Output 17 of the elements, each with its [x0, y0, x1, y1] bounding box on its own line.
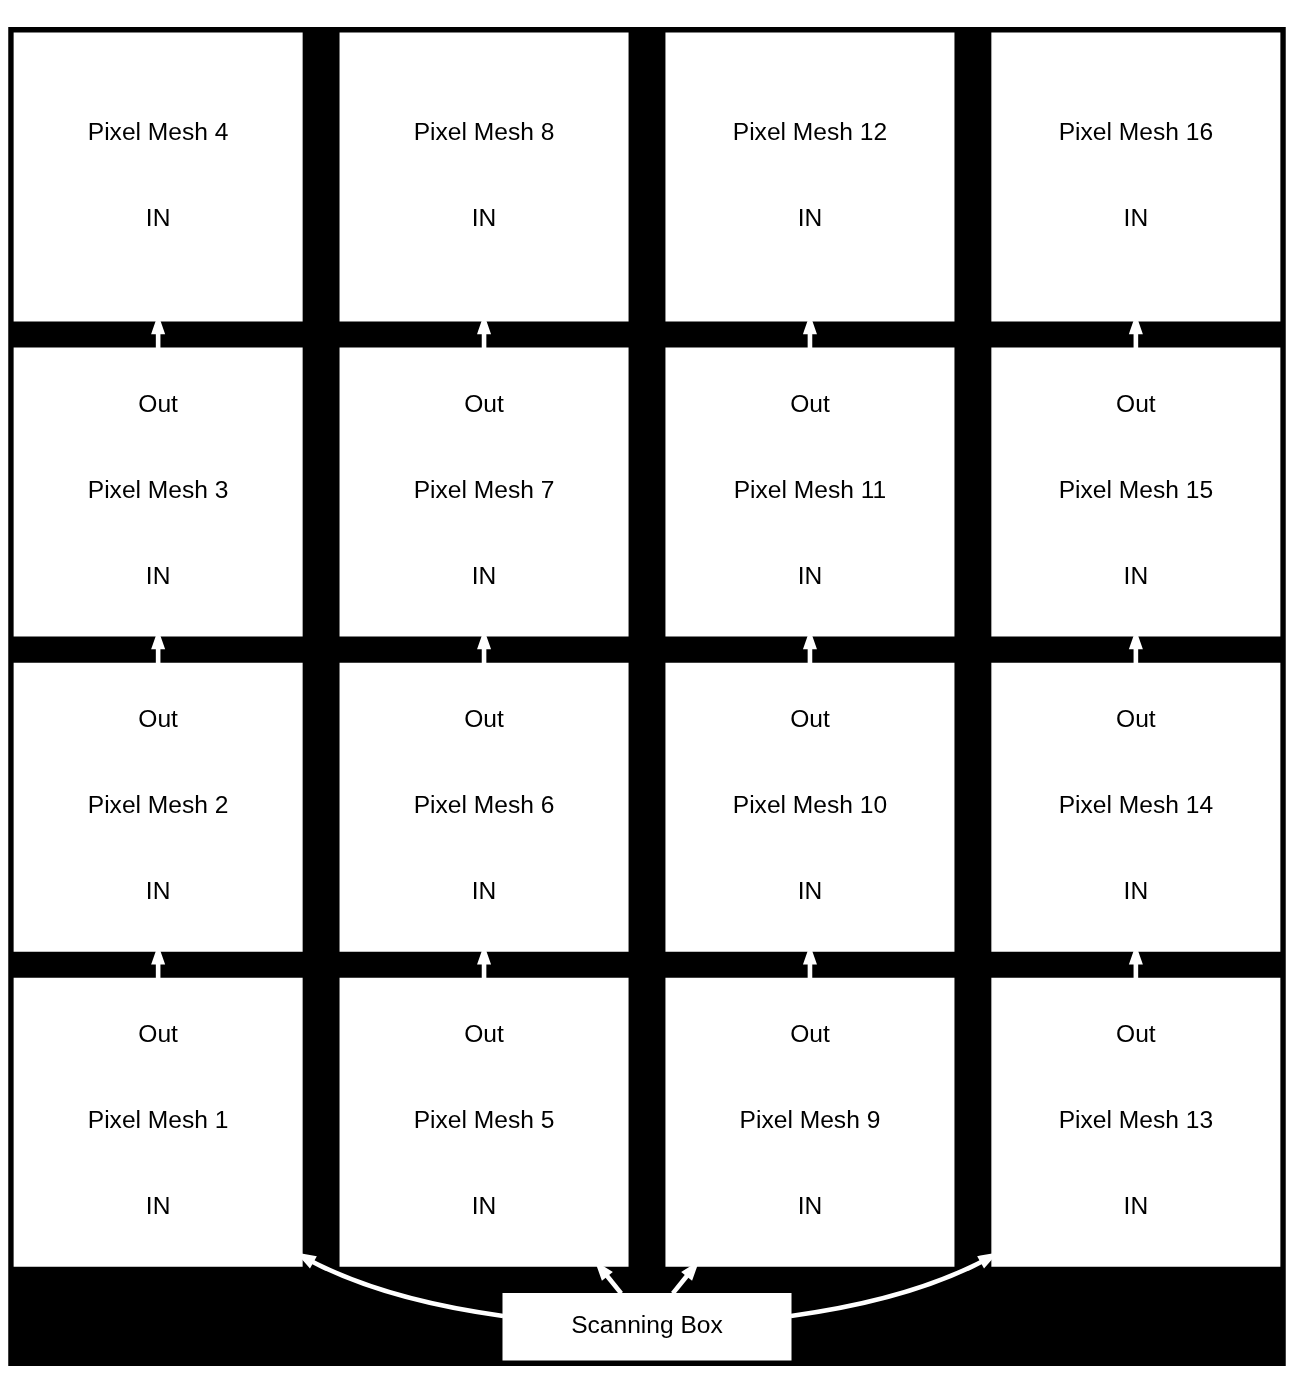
node-box: Out Pixel Mesh 5 IN [339, 977, 629, 1267]
node-box: Out Pixel Mesh 2 IN [13, 662, 303, 952]
node-box: Pixel Mesh 16 IN [991, 32, 1281, 322]
node-box: Pixel Mesh 8 IN [339, 32, 629, 322]
node-box: Out Pixel Mesh 9 IN [665, 977, 955, 1267]
node-box: Out Pixel Mesh 1 IN [13, 977, 303, 1267]
node-box: Out Pixel Mesh 14 IN [991, 662, 1281, 952]
node-box: Pixel Mesh 4 IN [13, 32, 303, 322]
node-box: Out Pixel Mesh 6 IN [339, 662, 629, 952]
node-box: Out Pixel Mesh 11 IN [665, 347, 955, 637]
node-box: Scanning Box [502, 1293, 792, 1361]
node-box: Out Pixel Mesh 15 IN [991, 347, 1281, 637]
node-box: Out Pixel Mesh 13 IN [991, 977, 1281, 1267]
node-box: Out Pixel Mesh 3 IN [13, 347, 303, 637]
node-box: Out Pixel Mesh 7 IN [339, 347, 629, 637]
node-box: Out Pixel Mesh 10 IN [665, 662, 955, 952]
node-box: Pixel Mesh 12 IN [665, 32, 955, 322]
